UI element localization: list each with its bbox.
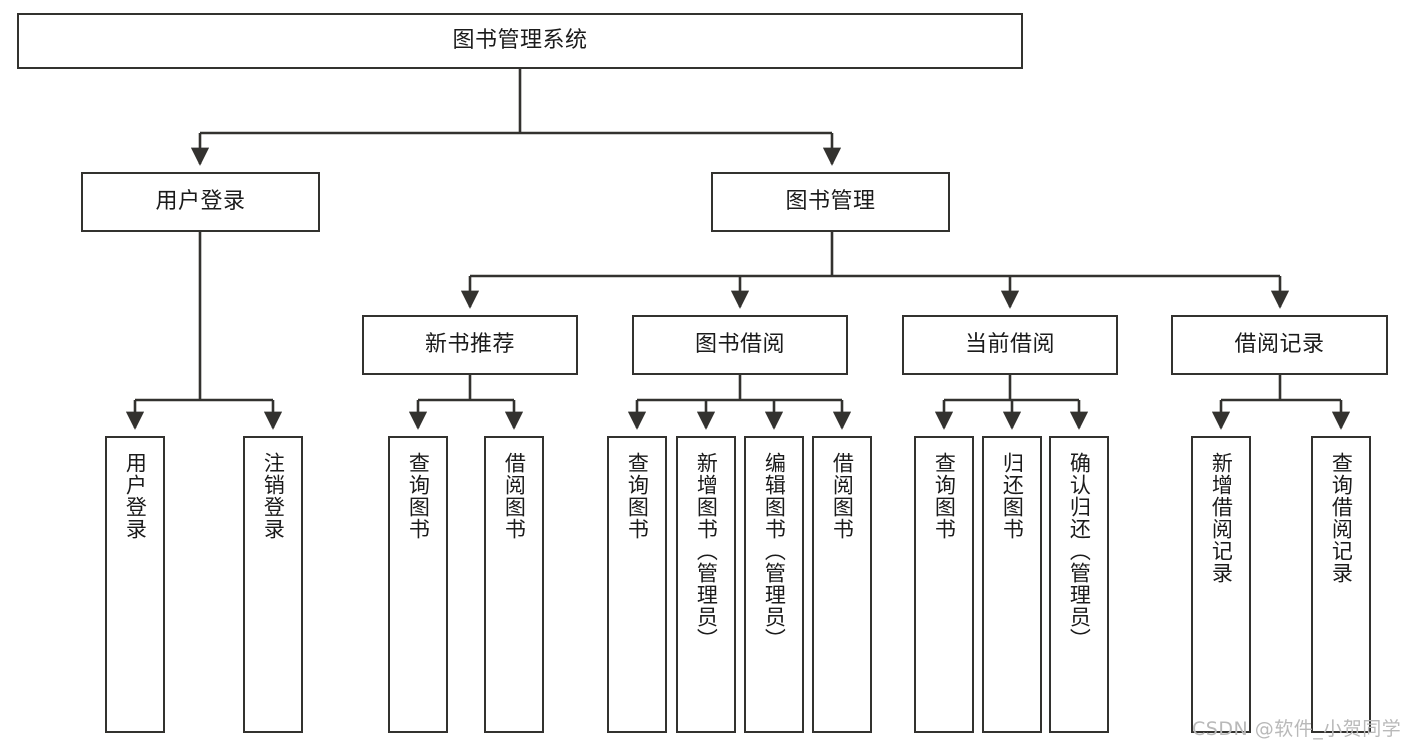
node-root-label: 图书管理系统 [452, 28, 588, 54]
node-leaf-user-login-label: 用户登录 [123, 452, 148, 540]
node-current-borrow-label: 当前借阅 [964, 332, 1055, 358]
node-leaf-add-book[interactable]: 新增图书（管理员） [676, 436, 736, 733]
node-leaf-query-book-current-label: 查询图书 [932, 452, 957, 540]
node-leaf-borrow-book-label: 借阅图书 [830, 452, 855, 540]
node-leaf-add-record-label: 新增借阅记录 [1209, 452, 1234, 584]
node-leaf-return-book[interactable]: 归还图书 [982, 436, 1042, 733]
node-leaf-query-book-current[interactable]: 查询图书 [914, 436, 974, 733]
node-leaf-edit-book[interactable]: 编辑图书（管理员） [744, 436, 804, 733]
node-leaf-edit-book-label: 编辑图书（管理员） [762, 452, 787, 650]
node-user-login[interactable]: 用户登录 [81, 172, 320, 232]
node-leaf-add-record[interactable]: 新增借阅记录 [1191, 436, 1251, 733]
node-leaf-user-logout[interactable]: 注销登录 [243, 436, 303, 733]
node-leaf-confirm-return-label: 确认归还（管理员） [1067, 452, 1092, 650]
node-leaf-user-logout-label: 注销登录 [261, 452, 286, 540]
node-leaf-borrow-book[interactable]: 借阅图书 [812, 436, 872, 733]
node-borrow-record-label: 借阅记录 [1234, 332, 1325, 358]
node-leaf-add-book-label: 新增图书（管理员） [694, 452, 719, 650]
node-leaf-query-book-new[interactable]: 查询图书 [388, 436, 448, 733]
node-book-manage[interactable]: 图书管理 [711, 172, 950, 232]
node-leaf-query-book-new-label: 查询图书 [406, 452, 431, 540]
node-book-borrow[interactable]: 图书借阅 [632, 315, 848, 375]
node-new-book-recommend[interactable]: 新书推荐 [362, 315, 578, 375]
node-book-borrow-label: 图书借阅 [694, 332, 785, 358]
node-leaf-query-record[interactable]: 查询借阅记录 [1311, 436, 1371, 733]
node-leaf-borrow-book-new-label: 借阅图书 [502, 452, 527, 540]
node-root[interactable]: 图书管理系统 [17, 13, 1023, 69]
node-user-login-label: 用户登录 [155, 189, 246, 215]
node-new-book-recommend-label: 新书推荐 [424, 332, 515, 358]
watermark-text: CSDN @软件_小贺同学 [1192, 718, 1402, 740]
node-book-manage-label: 图书管理 [785, 189, 876, 215]
node-leaf-return-book-label: 归还图书 [1000, 452, 1025, 540]
node-leaf-query-book-borrow-label: 查询图书 [625, 452, 650, 540]
node-current-borrow[interactable]: 当前借阅 [902, 315, 1118, 375]
node-leaf-borrow-book-new[interactable]: 借阅图书 [484, 436, 544, 733]
node-leaf-confirm-return[interactable]: 确认归还（管理员） [1049, 436, 1109, 733]
node-leaf-query-record-label: 查询借阅记录 [1329, 452, 1354, 584]
node-borrow-record[interactable]: 借阅记录 [1171, 315, 1388, 375]
node-leaf-user-login[interactable]: 用户登录 [105, 436, 165, 733]
node-leaf-query-book-borrow[interactable]: 查询图书 [607, 436, 667, 733]
